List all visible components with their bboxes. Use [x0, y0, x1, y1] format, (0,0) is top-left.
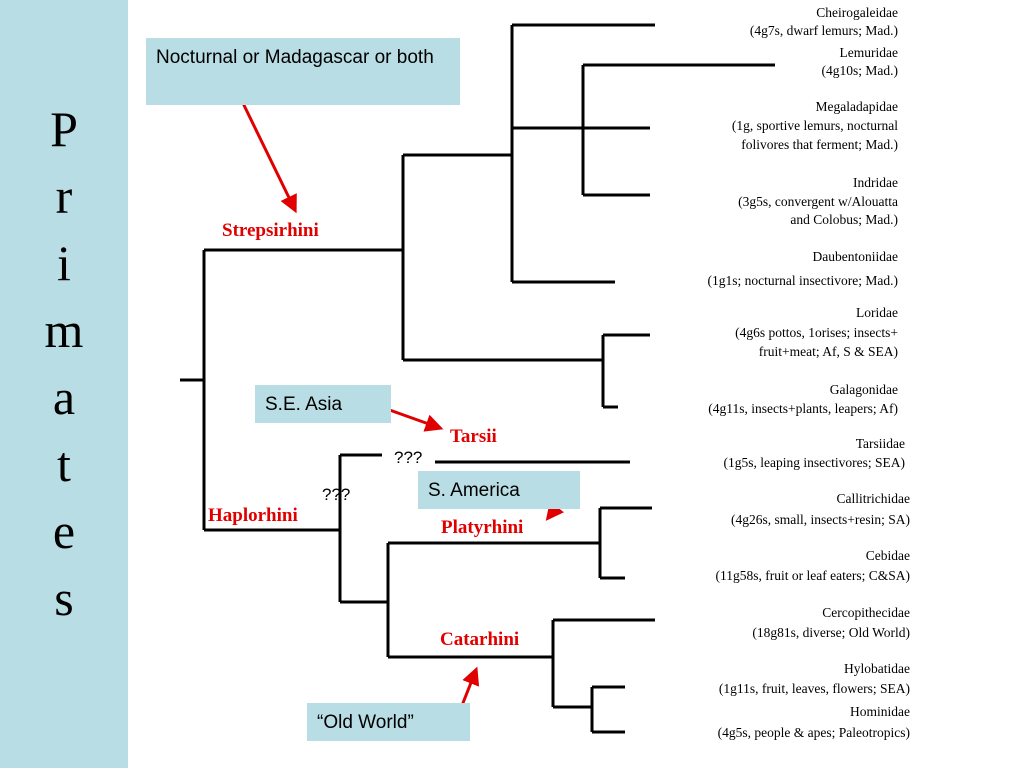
title-letter: i — [57, 235, 71, 291]
title-letter: t — [57, 436, 71, 492]
clade-label-tarsii: Tarsii — [450, 426, 497, 447]
unknown-mark: ??? — [322, 485, 350, 504]
taxon-description-continued: and Colobus; Mad.) — [790, 212, 898, 227]
clade-label-haplorhini: Haplorhini — [208, 505, 298, 526]
taxon-name: Hominidae — [850, 704, 910, 719]
title-letter: P — [50, 101, 78, 157]
taxon-name: Daubentoniidae — [813, 249, 898, 264]
taxon-description: (4g26s, small, insects+resin; SA) — [731, 512, 910, 527]
tree-branches — [180, 23, 775, 734]
taxon-name: Cheirogaleidae — [816, 5, 898, 20]
title-letter: s — [54, 570, 74, 626]
taxon-description: (1g5s, leaping insectivores; SEA) — [724, 455, 905, 470]
arrow-nocturnal-to-strepsirhini — [238, 96, 297, 214]
title-letter: a — [52, 369, 76, 425]
taxon-name: Cercopithecidae — [822, 605, 910, 620]
taxon-description-continued: fruit+meat; Af, S & SEA) — [759, 344, 898, 359]
arrow-se-asia-to-tarsii — [383, 406, 444, 432]
taxon-name: Cebidae — [866, 548, 910, 563]
taxon-name: Lemuridae — [840, 45, 898, 60]
taxon-description-continued: folivores that ferment; Mad.) — [741, 137, 898, 152]
callout-se-asia: S.E. Asia — [255, 385, 391, 423]
taxon-description: (4g5s, people & apes; Paleotropics) — [718, 725, 910, 740]
unknown-mark: ??? — [394, 448, 422, 467]
taxon-name: Indridae — [853, 175, 898, 190]
taxon-description: (4g6s pottos, 1orises; insects+ — [735, 325, 898, 340]
taxon-name: Callitrichidae — [837, 491, 910, 506]
title-letter: e — [52, 503, 76, 559]
title-band — [0, 0, 128, 768]
vertical-title-primates: P r i m a t e s — [0, 96, 128, 632]
taxon-name: Tarsiidae — [856, 436, 905, 451]
taxon-description: (11g58s, fruit or leaf eaters; C&SA) — [716, 568, 910, 583]
title-letter: m — [44, 302, 84, 358]
taxon-description: (18g81s, diverse; Old World) — [752, 625, 910, 640]
taxon-description: (1g11s, fruit, leaves, flowers; SEA) — [719, 681, 910, 696]
taxon-description: (4g7s, dwarf lemurs; Mad.) — [750, 23, 898, 38]
taxon-name: Loridae — [856, 305, 898, 320]
taxon-name: Hylobatidae — [844, 661, 910, 676]
taxon-description: (1g, sportive lemurs, nocturnal — [732, 118, 898, 133]
taxon-description: (4g10s; Mad.) — [822, 63, 899, 78]
clade-label-strepsirhini: Strepsirhini — [222, 220, 319, 241]
callout-old-world: “Old World” — [307, 703, 470, 741]
callout-nocturnal-madagascar: Nocturnal or Madagascar or both — [146, 38, 460, 105]
taxon-labels: Cheirogaleidae (4g7s, dwarf lemurs; Mad.… — [708, 5, 910, 740]
taxon-name: Megaladapidae — [816, 99, 898, 114]
title-letter: r — [55, 168, 73, 224]
clade-label-platyrhini: Platyrhini — [441, 517, 523, 538]
taxon-name: Galagonidae — [830, 382, 898, 397]
arrow-old-world-to-catarhini — [459, 666, 480, 709]
callout-s-america: S. America — [418, 471, 580, 509]
taxon-description: (4g11s, insects+plants, leapers; Af) — [708, 401, 898, 416]
clade-label-catarhini: Catarhini — [440, 629, 519, 650]
taxon-description: (1g1s; nocturnal insectivore; Mad.) — [708, 273, 898, 288]
taxon-description: (3g5s, convergent w/Alouatta — [738, 194, 898, 209]
